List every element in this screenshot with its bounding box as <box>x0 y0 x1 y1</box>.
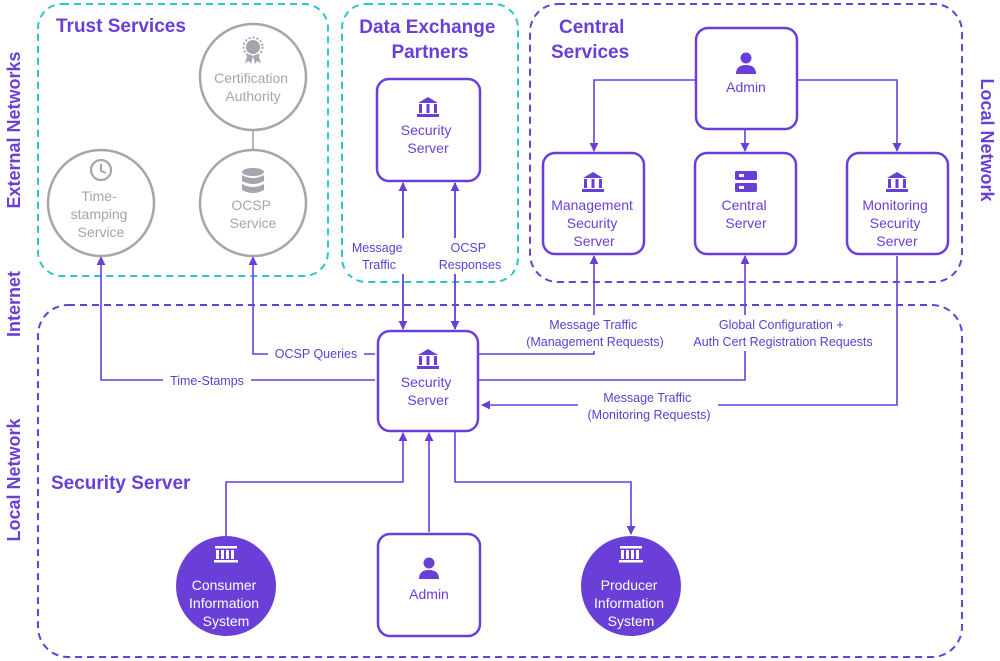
message-traffic-label: Message Traffic <box>352 241 406 272</box>
columns-icon <box>214 546 238 563</box>
bank-icon <box>417 349 439 369</box>
producer-information-system-node: Producer Information System <box>581 536 681 636</box>
edge-management-traffic <box>478 255 599 355</box>
global-configuration-label: Global Configuration + Auth Cert Registr… <box>693 318 872 349</box>
edge-admin-to-monitoring <box>797 79 902 152</box>
management-security-server-node: Management Security Server <box>541 151 646 256</box>
edge-time-stamps <box>96 256 375 381</box>
partner-security-server-node: Security Server <box>375 77 482 183</box>
local-security-server-node: Security Server <box>376 329 480 433</box>
trust-services-title: Trust Services <box>56 16 186 37</box>
data-exchange-partners-group <box>341 3 519 283</box>
trust-services-group <box>37 3 329 277</box>
time-stamps-label: Time-Stamps <box>170 374 244 388</box>
svg-text:OCSP Service: OCSP Service <box>230 197 277 231</box>
central-services-group <box>529 3 963 283</box>
svg-text:Producer Information: Producer Information System <box>594 577 668 629</box>
data-exchange-partners-title: Data Exchange Partners <box>359 17 501 63</box>
bank-icon <box>417 97 439 117</box>
ocsp-queries-label: OCSP Queries <box>275 347 357 361</box>
svg-text:Admin: Admin <box>726 79 766 95</box>
svg-text:Time- stamping Ser: Time- stamping Service <box>71 188 132 240</box>
monitoring-traffic-label: Message Traffic (Monitoring Requests) <box>588 391 711 422</box>
consumer-information-system-node: Consumer Information System <box>176 536 276 636</box>
server-icon <box>735 171 757 192</box>
svg-text:Monitoring Security: Monitoring Security Server <box>862 197 931 249</box>
monitoring-security-server-node: Monitoring Security Server <box>845 151 950 256</box>
local-network-left-label: Local Network <box>4 417 24 541</box>
bank-icon <box>886 172 908 192</box>
columns-icon <box>619 546 643 563</box>
svg-text:Central Server: Central Server <box>721 197 770 231</box>
clock-icon <box>89 158 113 182</box>
user-icon <box>736 52 756 74</box>
svg-text:Admin: Admin <box>409 586 449 602</box>
security-server-group <box>37 304 963 658</box>
internet-label: Internet <box>4 271 24 337</box>
local-network-right-label: Local Network <box>977 78 997 202</box>
edge-global-configuration <box>478 255 750 381</box>
edge-server-to-producer <box>454 429 636 535</box>
certificate-badge-icon <box>242 36 264 64</box>
timestamping-service-node: Time- stamping Service <box>46 148 156 258</box>
ocsp-responses-label: OCSP Responses <box>439 241 502 272</box>
management-traffic-label: Message Traffic (Management Requests) <box>526 318 664 349</box>
svg-text:Security Server: Security Server <box>401 374 455 408</box>
local-admin-node: Admin <box>376 532 482 638</box>
svg-text:Security Server: Security Server <box>401 122 455 156</box>
ocsp-service-node: OCSP Service <box>198 148 308 258</box>
bank-icon <box>582 172 604 192</box>
svg-text:Management Security: Management Security Server <box>551 197 637 249</box>
security-server-group-title: Security Server <box>51 473 191 494</box>
central-services-title: Central Services <box>551 17 630 63</box>
central-admin-node: Admin <box>694 26 799 131</box>
user-icon <box>419 557 439 579</box>
edge-admin-to-management <box>589 79 696 152</box>
database-icon <box>242 168 264 193</box>
svg-text:Certification Authority: Certification Authority <box>214 70 292 104</box>
central-server-node: Central Server <box>693 151 798 256</box>
external-networks-label: External Networks <box>4 51 24 208</box>
edge-consumer-to-server <box>225 432 408 538</box>
svg-text:Consumer Information: Consumer Information System <box>189 577 263 629</box>
certification-authority-node: Certification Authority <box>198 22 308 132</box>
